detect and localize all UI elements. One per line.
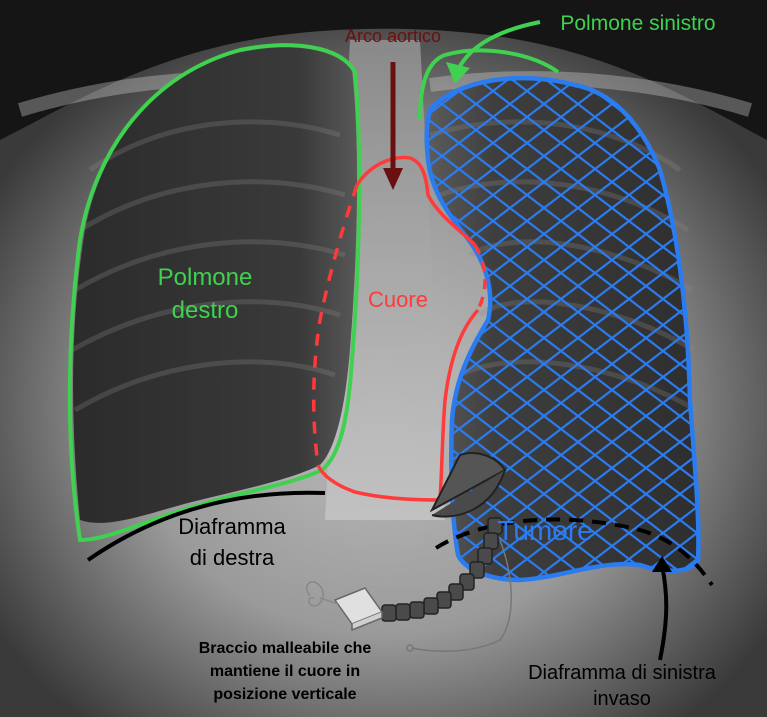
- label-right-diaphragm-2: di destra: [190, 545, 275, 570]
- label-left-lung: Polmone sinistro: [560, 12, 715, 35]
- label-right-lung-1: Polmone: [158, 264, 253, 291]
- left-diaphragm-line: [434, 517, 714, 587]
- label-arm-2: mantiene il cuore in: [210, 663, 360, 680]
- label-arm-1: Braccio malleabile che: [199, 640, 372, 657]
- label-tumor: Tumore: [497, 515, 592, 546]
- label-left-diaphragm-1: Diaframma di sinistra: [528, 662, 717, 684]
- label-right-lung-2: destro: [172, 297, 239, 324]
- heart-outline: [311, 184, 359, 466]
- label-aortic-arch: Arco aortico: [345, 26, 441, 46]
- label-arm-3: posizione verticale: [213, 686, 356, 703]
- label-right-diaphragm-1: Diaframma: [178, 514, 286, 539]
- label-left-diaphragm-2: invaso: [593, 688, 651, 710]
- label-heart: Cuore: [368, 287, 428, 312]
- right-diaphragm-line: [86, 490, 326, 562]
- malleable-arm: [306, 452, 512, 652]
- left-lung-arrow: [456, 20, 541, 71]
